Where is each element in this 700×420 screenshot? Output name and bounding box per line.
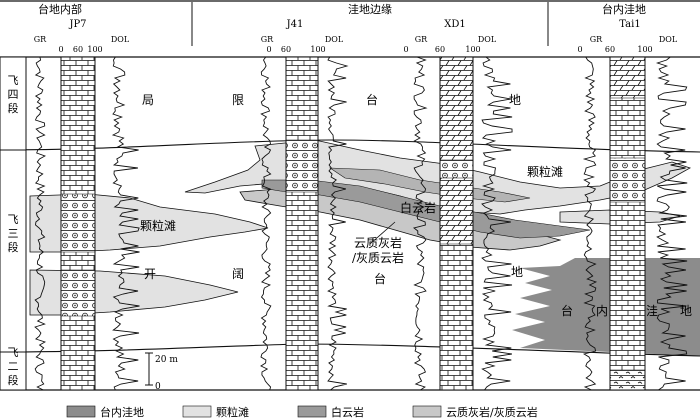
dol-label: DOL bbox=[325, 35, 344, 44]
lithology-segment bbox=[61, 316, 95, 390]
legend-label-mixed: 云质灰岩/灰质云岩 bbox=[446, 405, 538, 419]
facies-label-ju: 局 bbox=[142, 93, 154, 107]
lithology-segment bbox=[610, 202, 645, 370]
lithology-segment bbox=[61, 252, 95, 270]
scale-100: 100 bbox=[465, 45, 480, 54]
member-label-0: 飞四段 bbox=[8, 74, 19, 115]
scale-60: 60 bbox=[281, 45, 291, 54]
lithology-segment bbox=[440, 244, 473, 390]
scale-60: 60 bbox=[605, 45, 615, 54]
member-label-char: 段 bbox=[8, 240, 19, 254]
scale-60: 60 bbox=[435, 45, 445, 54]
facies-label-di-lower: 地 bbox=[511, 265, 523, 279]
scale-j41: GR 0 60 100 DOL bbox=[261, 35, 344, 54]
scale-0: 0 bbox=[403, 45, 408, 54]
facies-label-tai-upper: 台 bbox=[366, 92, 378, 107]
scale-100: 100 bbox=[637, 45, 652, 54]
vertical-scale-bar: 20 m 0 bbox=[145, 353, 178, 392]
legend-swatch-mixed bbox=[413, 406, 441, 417]
legend-label-depression: 台内洼地 bbox=[100, 405, 144, 419]
facies-label-shoal-left: 颗粒滩 bbox=[140, 218, 176, 233]
member-label-char: 四 bbox=[8, 88, 19, 101]
lithology-column-XD1 bbox=[440, 57, 473, 390]
zone-label-depression-margin: 洼地边缘 bbox=[348, 2, 392, 16]
gr-label: GR bbox=[415, 35, 428, 44]
member-label-char: 飞 bbox=[8, 346, 19, 359]
member-label-char: 飞 bbox=[8, 74, 19, 87]
scale-xd1: GR 0 60 100 DOL bbox=[403, 35, 496, 54]
lithology-segment bbox=[286, 140, 318, 192]
lithology-column-J41 bbox=[286, 57, 318, 390]
facies-label-wa-tai: 台 bbox=[561, 303, 573, 318]
lithology-segment bbox=[610, 57, 645, 98]
legend-label-dolomite: 白云岩 bbox=[331, 405, 364, 419]
legend-swatch-dolomite bbox=[298, 406, 326, 417]
legend-swatch-shoal bbox=[183, 406, 211, 417]
scale-0: 0 bbox=[58, 45, 63, 54]
legend-label-shoal: 颗粒滩 bbox=[216, 405, 249, 419]
dol-label: DOL bbox=[659, 35, 678, 44]
lithology-segment bbox=[61, 270, 95, 316]
scale-0: 0 bbox=[577, 45, 582, 54]
facies-label-wa-di: 地 bbox=[680, 304, 692, 318]
facies-label-tai-lower: 台 bbox=[374, 271, 386, 286]
member-label-char: 三 bbox=[8, 227, 19, 240]
zone-label-inner-platform: 台地内部 bbox=[38, 2, 82, 16]
member-label-char: 段 bbox=[8, 101, 19, 115]
scale-tai1: GR 0 60 100 DOL bbox=[577, 35, 677, 54]
lithology-segment bbox=[610, 158, 645, 202]
facies-label-mixed-2: /灰质云岩 bbox=[352, 250, 404, 265]
member-label-char: 段 bbox=[8, 373, 19, 387]
lithology-segment bbox=[61, 194, 95, 252]
dol-curve-j41 bbox=[328, 57, 347, 390]
member-label-2: 飞二段 bbox=[8, 346, 19, 387]
lithology-segment bbox=[286, 192, 318, 390]
dol-label: DOL bbox=[478, 35, 497, 44]
facies-label-xian: 限 bbox=[232, 93, 244, 107]
dol-label: DOL bbox=[111, 35, 130, 44]
facies-label-dolomite: 白云岩 bbox=[400, 200, 436, 215]
facies-label-kuo: 阔 bbox=[232, 267, 244, 281]
facies-label-shoal-right: 颗粒滩 bbox=[527, 164, 563, 179]
well-name-jp7: JP7 bbox=[68, 19, 86, 30]
well-name-xd1: XD1 bbox=[444, 19, 466, 30]
lithology-segment bbox=[440, 57, 473, 160]
lithology-column-JP7 bbox=[61, 57, 95, 390]
member-label-char: 飞 bbox=[8, 213, 19, 226]
facies-label-di-upper: 地 bbox=[509, 93, 521, 107]
lithology-column-Tai1 bbox=[610, 57, 645, 390]
gr-curve-j41 bbox=[261, 57, 271, 390]
scale-jp7: GR 0 60 100 DOL bbox=[34, 35, 130, 54]
member-label-1: 飞三段 bbox=[8, 213, 19, 254]
lithology-segment bbox=[610, 98, 645, 158]
gr-label: GR bbox=[261, 35, 274, 44]
facies-label-wa-wa: 洼 bbox=[646, 304, 658, 318]
facies-label-kai: 开 bbox=[144, 267, 156, 281]
log-scale-headers: GR 0 60 100 DOL GR 0 60 100 DOL GR 0 60 … bbox=[34, 35, 678, 54]
lithology-segment bbox=[440, 178, 473, 244]
scale-top-label: 20 m bbox=[155, 355, 178, 365]
member-label-char: 二 bbox=[8, 360, 19, 373]
facies-label-wa-nei: 内 bbox=[596, 304, 608, 318]
legend-swatch-depression bbox=[67, 406, 95, 417]
scale-100: 100 bbox=[310, 45, 325, 54]
well-name-j41: J41 bbox=[286, 19, 304, 30]
gr-label: GR bbox=[590, 35, 603, 44]
well-name-tai1: Tai1 bbox=[619, 19, 640, 30]
scale-100: 100 bbox=[87, 45, 102, 54]
zone-label-intraplatform-depression: 台内洼地 bbox=[602, 2, 646, 16]
scale-bottom-label: 0 bbox=[155, 382, 161, 392]
gr-label: GR bbox=[34, 35, 47, 44]
lithology-segment bbox=[610, 370, 645, 390]
legend: 台内洼地 颗粒滩 白云岩 云质灰岩/灰质云岩 bbox=[67, 405, 538, 419]
scale-60: 60 bbox=[73, 45, 83, 54]
lithology-segment bbox=[286, 57, 318, 140]
scale-0: 0 bbox=[266, 45, 271, 54]
lithology-segment bbox=[61, 57, 95, 194]
lithology-segment bbox=[440, 160, 473, 178]
